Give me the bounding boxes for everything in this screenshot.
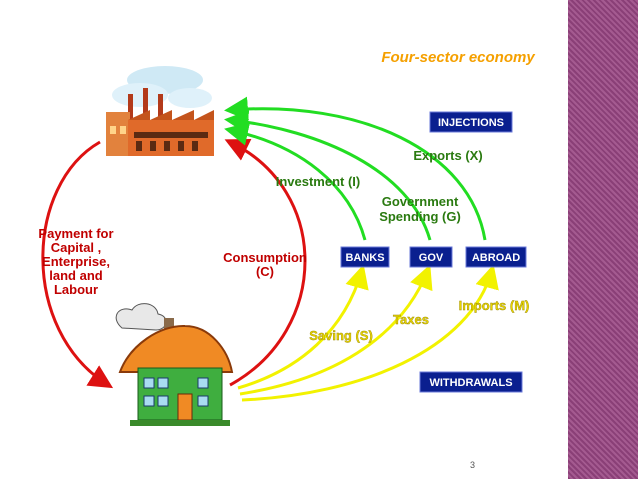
imports-label: Imports (M) [459, 298, 530, 313]
gov-box: GOV [409, 246, 453, 268]
payment-label-line3: Enterprise, [42, 254, 110, 269]
abroad-box: ABROAD [465, 246, 527, 268]
withdrawals-box: WITHDRAWALS [419, 371, 523, 393]
government-label-line2: Spending (G) [379, 209, 461, 224]
taxes-label: Taxes [393, 312, 429, 327]
yellow-arrow-taxes [239, 264, 433, 396]
abroad-label: ABROAD [472, 252, 520, 264]
payment-label-line1: Payment for [38, 226, 113, 241]
payment-label-line4: land and [49, 268, 103, 283]
green-arrow-government [224, 110, 432, 241]
investment-label: Investment (I) [276, 174, 361, 189]
page-number: 3 [470, 460, 476, 470]
yellow-arrow-imports [241, 264, 499, 402]
saving-label: Saving (S) [309, 328, 373, 343]
banks-box: BANKS [340, 246, 390, 268]
green-arrow-exports [224, 96, 487, 241]
green-arrow-investment [224, 122, 367, 241]
house-icon [115, 303, 234, 426]
factory-icon [106, 66, 214, 156]
red-arrow-consumption [224, 138, 307, 387]
injections-label: INJECTIONS [438, 117, 504, 129]
diagram-title: Four-sector economy [381, 49, 535, 66]
gov-label: GOV [419, 252, 444, 264]
banks-label: BANKS [345, 252, 384, 264]
payment-label-line5: Labour [54, 282, 98, 297]
circular-flow-diagram: Four-sector economy [38, 49, 535, 426]
sidebar-pattern [568, 0, 638, 479]
red-arrow-payment [41, 140, 114, 389]
consumption-label-line2: (C) [256, 264, 274, 279]
consumption-label-line1: Consumption [223, 250, 307, 265]
exports-label: Exports (X) [413, 148, 482, 163]
payment-label-line2: Capital , [51, 240, 102, 255]
injections-box: INJECTIONS [429, 111, 513, 133]
yellow-arrow-saving [237, 264, 369, 390]
government-label-line1: Government [382, 194, 459, 209]
withdrawals-label: WITHDRAWALS [429, 377, 512, 389]
